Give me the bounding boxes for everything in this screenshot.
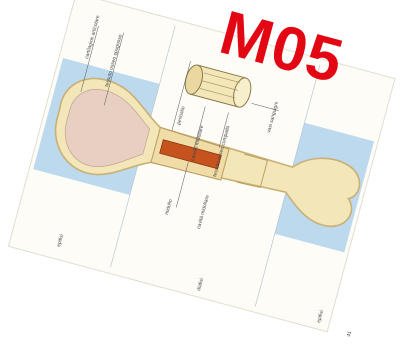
bone-diagram-image: cartilagine articolare tessuto osseo spu… [0,0,420,348]
femur-illustration [0,0,420,348]
